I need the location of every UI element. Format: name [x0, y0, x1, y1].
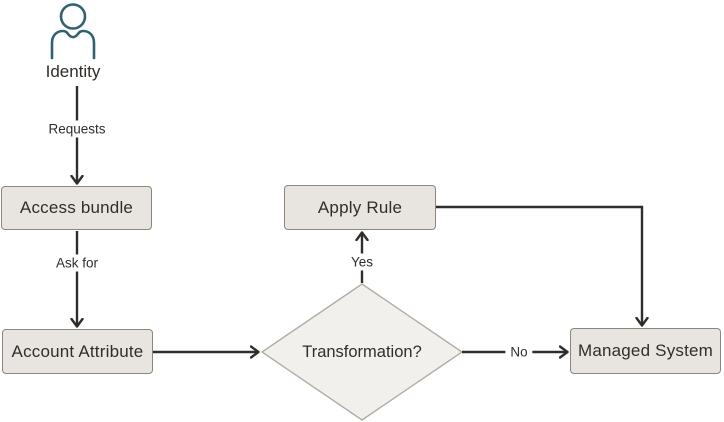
edge-label-ask-for: Ask for [50, 254, 104, 272]
person-icon [50, 3, 96, 60]
apply-rule-to-managed-system-arrow [436, 205, 642, 325]
node-apply-rule-label: Apply Rule [317, 197, 403, 217]
edge-label-requests: Requests [43, 120, 111, 138]
decision-diamond-shape [260, 283, 464, 421]
node-identity-label: Identity [45, 62, 101, 81]
edge-label-no: No [505, 343, 533, 361]
node-account-attribute-label: Account Attribute [11, 341, 144, 361]
node-managed-system: Managed System [570, 328, 721, 374]
node-access-bundle: Access bundle [1, 186, 152, 230]
edge-label-yes: Yes [345, 253, 379, 271]
node-transformation-label: Transformation? [302, 342, 422, 361]
node-account-attribute: Account Attribute [2, 329, 153, 374]
node-apply-rule: Apply Rule [284, 185, 436, 230]
node-access-bundle-label: Access bundle [19, 198, 134, 217]
node-managed-system-label: Managed System [577, 341, 714, 360]
